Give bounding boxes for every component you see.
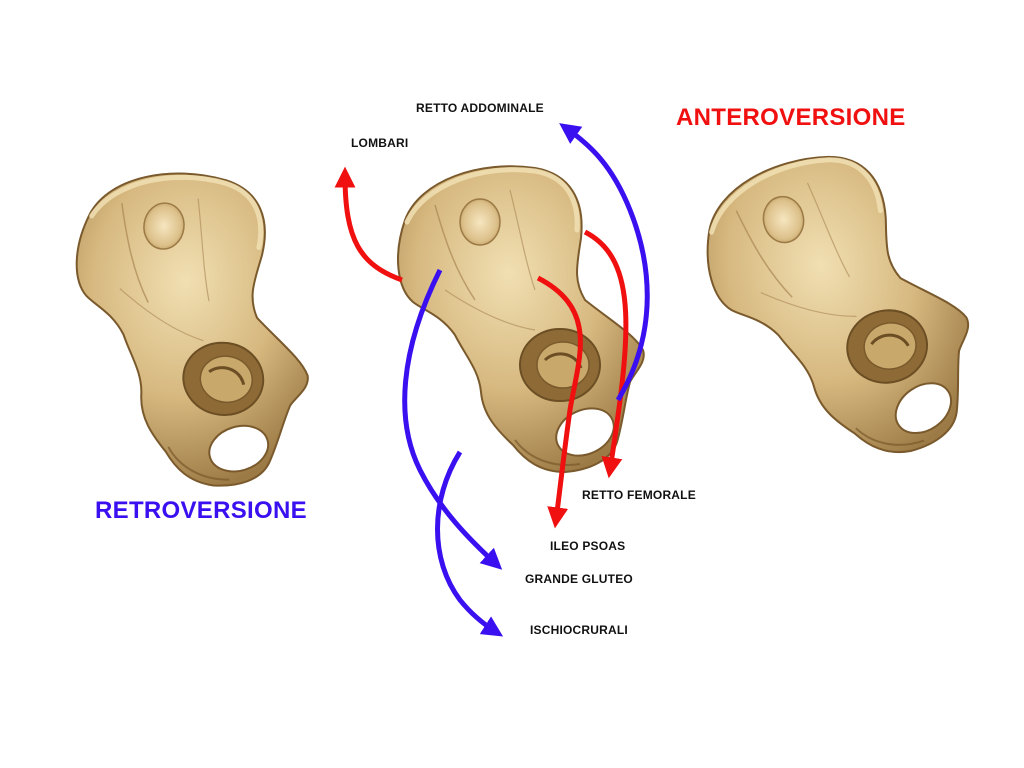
pelvis-left-icon	[48, 159, 334, 496]
label-retto-addominale: RETTO ADDOMINALE	[416, 101, 544, 115]
arrow-ischiocrurali	[435, 450, 504, 637]
arrow-retto-femorale	[583, 229, 629, 479]
pelvis-right-icon	[693, 136, 988, 480]
label-grande-gluteo: GRANDE GLUTEO	[525, 572, 633, 586]
arrow-ileo-psoas	[536, 275, 583, 529]
title-retroversion: RETROVERSIONE	[95, 497, 307, 524]
label-lombari: LOMBARI	[351, 136, 409, 150]
pelvis-center-icon	[398, 166, 644, 472]
label-ileo-psoas: ILEO PSOAS	[550, 539, 626, 553]
title-anteroversion: ANTEROVERSIONE	[676, 104, 906, 131]
arrow-retto-addominale	[559, 123, 650, 402]
arrow-grande-gluteo	[402, 268, 503, 570]
arrow-lombari	[334, 166, 403, 283]
label-ischiocrurali: ISCHIOCRURALI	[530, 623, 628, 637]
label-retto-femorale: RETTO FEMORALE	[582, 488, 696, 502]
